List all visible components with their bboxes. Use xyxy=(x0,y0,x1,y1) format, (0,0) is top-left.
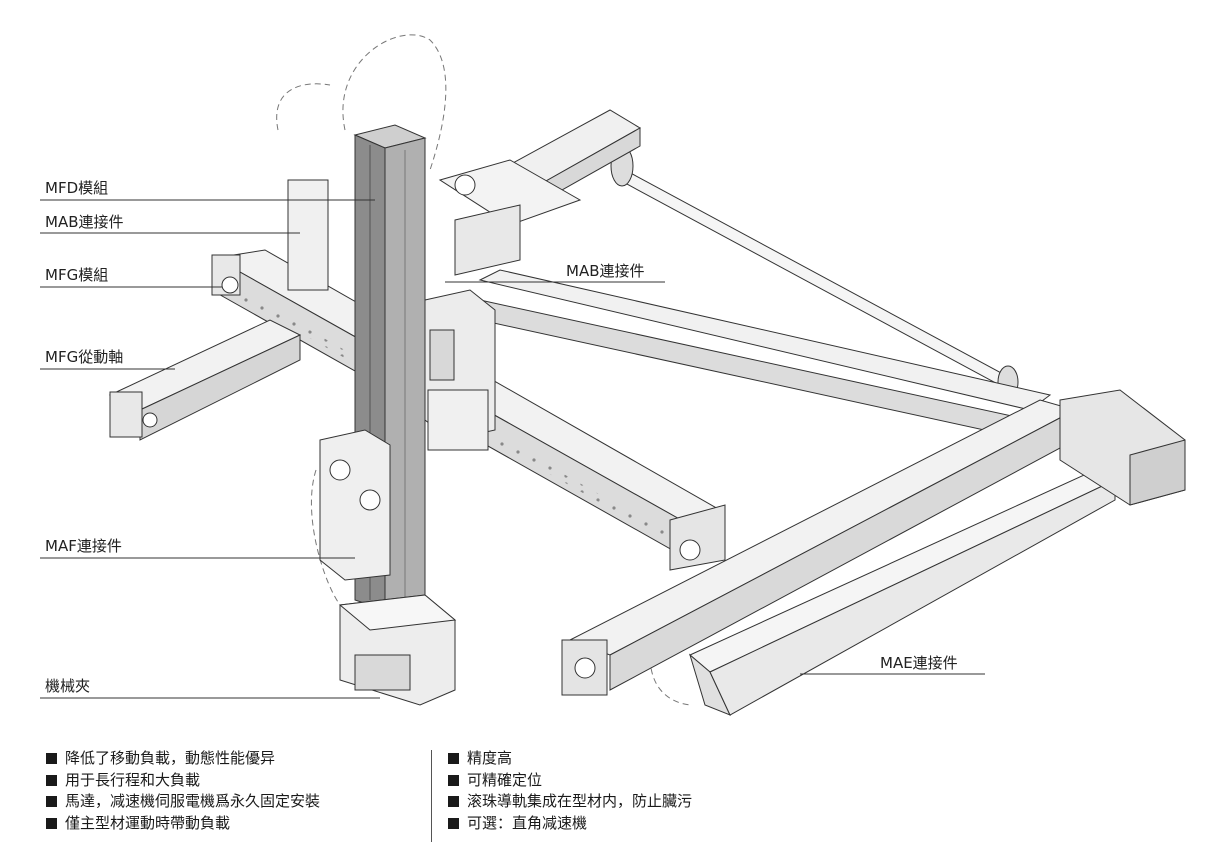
feature-item: 僅主型材運動時帶動負載 xyxy=(46,813,320,835)
center-long-rail xyxy=(478,269,1052,441)
feature-item: 可精確定位 xyxy=(448,770,692,792)
callout-mae-connector: MAE連接件 xyxy=(880,654,958,672)
callout-maf-connector: MAF連接件 xyxy=(45,537,122,555)
feature-text: 滚珠導軌集成在型材内，防止臟污 xyxy=(467,792,693,810)
mab-connector-plate xyxy=(438,159,582,276)
mechanical-gripper xyxy=(338,594,457,706)
feature-text: 精度高 xyxy=(467,749,513,767)
mae-rails xyxy=(561,399,1117,716)
feature-text: 馬達，减速機伺服電機爲永久固定安裝 xyxy=(65,792,321,810)
center-servo-motor xyxy=(424,289,496,451)
bullet-square-icon xyxy=(46,753,57,764)
bullet-square-icon xyxy=(46,774,57,786)
bullet-square-icon xyxy=(448,817,459,829)
gantry-assembly-diagram: MFD模組 MAB連接件 MFG模組 MFG從動軸 MAF連接件 機械夾 MAB… xyxy=(40,34,1186,716)
feature-text: 可精確定位 xyxy=(467,770,543,789)
callout-mfg-module: MFG模組 xyxy=(45,266,108,284)
feature-item: 可選：直角减速機 xyxy=(448,813,692,835)
feature-item: 降低了移動負載，動態性能優异 xyxy=(46,748,320,770)
feature-text: 降低了移動負載，動態性能優异 xyxy=(65,749,276,767)
callout-mfd-module: MFD模組 xyxy=(45,179,108,197)
feature-list-left: 降低了移動負載，動態性能優异 用于長行程和大負載 馬達，减速機伺服電機爲永久固定… xyxy=(46,748,320,834)
bullet-square-icon xyxy=(46,796,57,807)
callout-mab-connector-left: MAB連接件 xyxy=(45,213,124,231)
bullet-square-icon xyxy=(46,817,57,829)
feature-item: 馬達，减速機伺服電機爲永久固定安裝 xyxy=(46,791,320,813)
callout-mab-connector-center: MAB連接件 xyxy=(566,262,645,280)
callout-gripper: 機械夾 xyxy=(45,677,90,695)
mfg-driven-shaft xyxy=(108,319,302,441)
feature-item: 滚珠導軌集成在型材内，防止臟污 xyxy=(448,791,692,813)
bullet-square-icon xyxy=(448,796,459,807)
callout-leader-lines xyxy=(40,199,985,699)
cable-chain-envelope xyxy=(276,34,691,706)
feature-text: 僅主型材運動時帶動負載 xyxy=(65,813,231,832)
bullet-square-icon xyxy=(448,774,459,786)
mab-left-bracket xyxy=(287,179,329,291)
maf-connector xyxy=(319,429,391,581)
feature-item: 精度高 xyxy=(448,748,692,770)
feature-list-right: 精度高 可精確定位 滚珠導軌集成在型材内，防止臟污 可選：直角减速機 xyxy=(448,748,692,834)
callout-mfg-driven-shaft: MFG從動軸 xyxy=(45,348,123,366)
feature-text: 可選：直角减速機 xyxy=(467,813,588,832)
feature-text: 用于長行程和大負載 xyxy=(65,770,201,789)
bullet-square-icon xyxy=(448,753,459,764)
feature-divider xyxy=(431,750,432,842)
feature-item: 用于長行程和大負載 xyxy=(46,770,320,792)
right-servo-motor xyxy=(1059,389,1186,506)
